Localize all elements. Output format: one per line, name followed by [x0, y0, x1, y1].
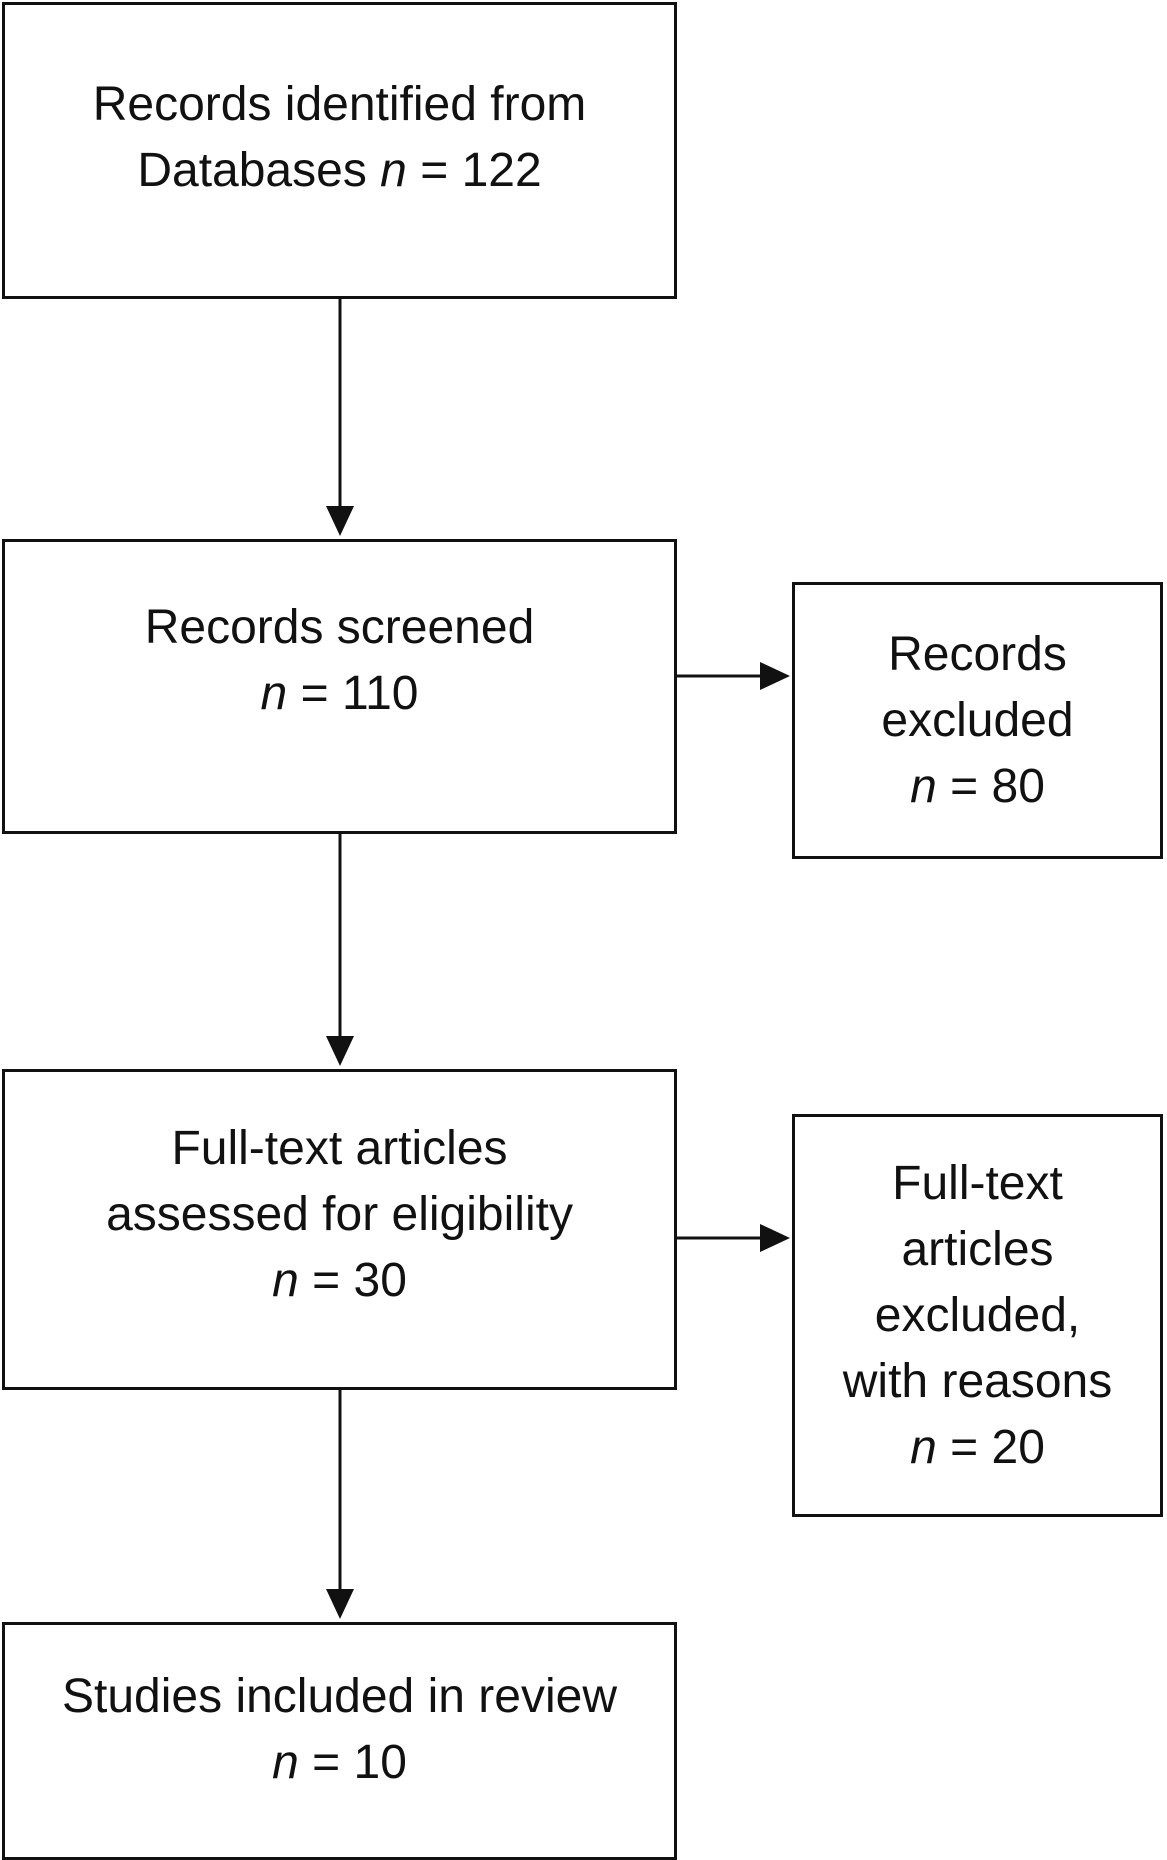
records-excluded-box: Records excluded n = 80 — [792, 582, 1163, 859]
fulltext-excluded-label-line-1: Full-text — [892, 1156, 1063, 1210]
fulltext-excluded-label-line-2: articles — [901, 1222, 1054, 1276]
n-variable: n — [272, 1253, 299, 1307]
arrowhead-screened — [326, 506, 354, 536]
studies-included-box: Studies included in review n = 10 — [2, 1622, 677, 1860]
n-variable: n — [910, 1420, 937, 1474]
fulltext-assessed-label-line-1: Full-text articles — [171, 1121, 508, 1175]
n-variable: n — [380, 143, 407, 197]
records-identified-box: Records identified from Databases n = 12… — [2, 2, 677, 299]
arrowhead-fulltext — [326, 1036, 354, 1066]
count-value: = 122 — [406, 143, 542, 197]
records-excluded-count: n = 80 — [910, 754, 1045, 820]
fulltext-excluded-box: Full-text articles excluded, with reason… — [792, 1114, 1163, 1517]
arrowhead-excluded — [760, 662, 790, 690]
fulltext-assessed-count: n = 30 — [272, 1248, 407, 1314]
records-identified-label: Records identified from — [92, 77, 587, 131]
fulltext-assessed-label-line-2: assessed for eligibility — [106, 1187, 573, 1241]
count-value: = 80 — [936, 759, 1045, 813]
records-excluded-label-line-2: excluded — [881, 693, 1074, 747]
studies-included-count: n = 10 — [272, 1730, 407, 1796]
records-identified-count: Databases n = 122 — [137, 138, 541, 204]
n-variable: n — [910, 759, 937, 813]
n-variable: n — [260, 666, 288, 720]
records-excluded-label-line-1: Records — [888, 627, 1067, 681]
databases-prefix: Databases — [137, 143, 381, 197]
fulltext-excluded-count: n = 20 — [910, 1415, 1045, 1481]
records-screened-label: Records screened — [144, 600, 535, 654]
count-value: = 10 — [298, 1736, 407, 1789]
studies-included-label: Studies included in review — [62, 1670, 617, 1723]
arrowhead-included — [326, 1589, 354, 1619]
fulltext-excluded-label-line-3: excluded, — [874, 1288, 1081, 1342]
count-value: = 20 — [936, 1420, 1045, 1474]
count-value: = 30 — [298, 1253, 407, 1307]
records-screened-count: n = 110 — [261, 661, 419, 727]
fulltext-excluded-label-line-4: with reasons — [842, 1354, 1113, 1408]
count-value: = 110 — [287, 666, 419, 720]
fulltext-assessed-box: Full-text articles assessed for eligibil… — [2, 1069, 677, 1390]
arrowhead-fulltext-excluded — [760, 1224, 790, 1252]
records-screened-box: Records screened n = 110 — [2, 539, 677, 834]
n-variable: n — [272, 1736, 299, 1789]
